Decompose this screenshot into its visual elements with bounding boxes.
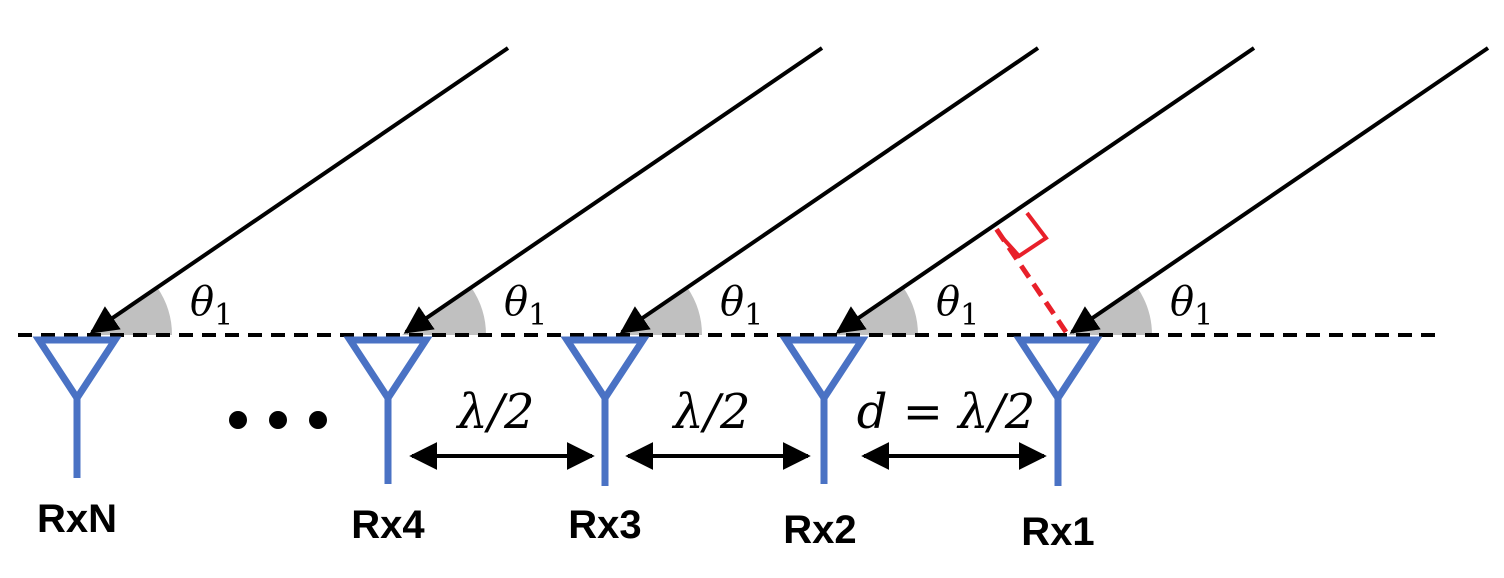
- incident-ray-rx2: [835, 46, 1256, 334]
- theta-label-rx2: θ1: [936, 279, 979, 333]
- ellipsis: [229, 411, 327, 429]
- spacing-label-rx3-rx2: λ/2: [671, 384, 750, 440]
- incident-ray-rx1: [1069, 46, 1490, 334]
- incident-ray-rxn: [89, 46, 510, 334]
- incident-rays: [89, 46, 1490, 334]
- spacing-label-rx2-rx1: d = λ/2: [857, 384, 1036, 440]
- antenna-label-rx1: Rx1: [1021, 510, 1094, 554]
- antenna-rxn-icon: [32, 336, 122, 478]
- angle-wedges: [88, 287, 1152, 335]
- antenna-rx2-icon: [779, 336, 869, 484]
- theta-label-rx3: θ1: [720, 279, 763, 333]
- antenna-label-rx4: Rx4: [351, 503, 425, 547]
- antenna-label-rx2: Rx2: [783, 508, 856, 552]
- antenna-label-rx3: Rx3: [568, 503, 641, 547]
- path-difference-perpendicular: [992, 211, 1069, 334]
- angle-labels: θ1 θ1 θ1 θ1 θ1: [190, 279, 1213, 333]
- antenna-rx3-icon: [560, 336, 650, 486]
- incident-ray-rx4: [403, 46, 824, 334]
- antenna-rx4-icon: [343, 336, 433, 484]
- antenna-array: [32, 336, 1103, 486]
- spacing-label-rx4-rx3: λ/2: [455, 384, 534, 440]
- theta-label-rx4: θ1: [504, 279, 547, 333]
- antenna-rx1-icon: [1013, 336, 1103, 486]
- theta-label-rx1: θ1: [1170, 279, 1213, 333]
- incident-ray-rx3: [619, 46, 1040, 334]
- theta-label-rxn: θ1: [190, 279, 233, 333]
- antenna-label-rxn: RxN: [37, 497, 117, 541]
